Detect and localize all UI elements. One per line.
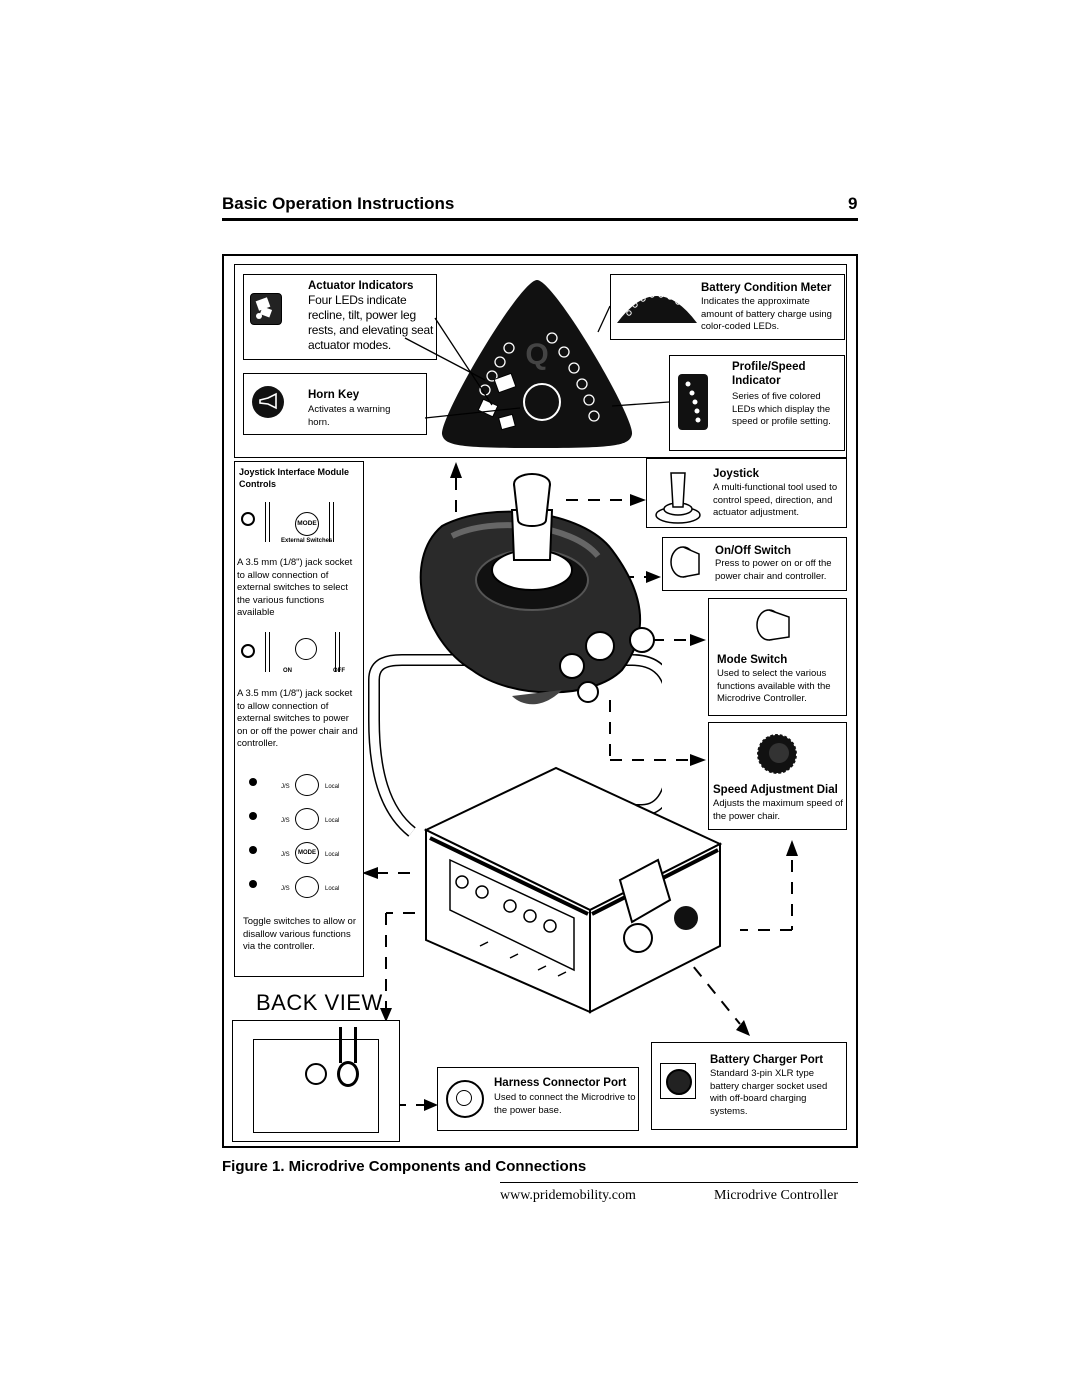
onoff-callout: On/Off Switch Press to power on or off t… [662,537,847,591]
horn-text: Activates a warning horn. [308,404,391,428]
local-label: Local [325,852,340,858]
horn-callout: Horn Key Activates a warning horn. [243,373,427,435]
svg-text:Q: Q [525,338,548,371]
power-toggle-icon [295,876,319,898]
back-view-housing [253,1039,379,1133]
actuator-callout: Actuator Indicators Four LEDs indicate r… [243,274,437,360]
toggle-switch-2 [249,812,257,820]
profile-speed-title: Profile/Speed Indicator [732,361,806,387]
jack-socket-1 [241,512,255,526]
profile-speed-callout: Profile/Speed Indicator Series of five c… [669,355,845,451]
joystick-icon [655,472,701,524]
divider-line [335,632,340,672]
charger-port-icon [660,1063,696,1099]
charger-title: Battery Charger Port [710,1054,824,1066]
local-label: Local [325,886,340,892]
charger-callout: Battery Charger Port Standard 3-pin XLR … [651,1042,847,1130]
controller-illustration [368,473,662,837]
header-rule [222,218,858,221]
harness-connector-icon [446,1080,484,1118]
toggle-switch-3 [249,846,257,854]
jack2-text: A 3.5 mm (1/8") jack socket to allow con… [237,688,358,749]
back-view-panel [232,1020,400,1142]
speed-dial-icon [756,733,798,775]
mode-text: Used to select the various functions ava… [717,668,831,704]
divider-line [329,502,334,542]
onoff-icon [670,546,700,578]
harness-title: Harness Connector Port [494,1077,627,1089]
harness-port-icon [305,1063,327,1085]
js-label: J/S [281,818,290,824]
js-label: J/S [281,784,290,790]
figure-caption: Figure 1. Microdrive Components and Conn… [222,1158,587,1175]
toggle-switch-1 [249,778,257,786]
speed-dial-title: Speed Adjustment Dial [713,784,838,796]
horn-toggle-icon [295,774,319,796]
battery-meter-callout: Battery Condition Meter Indicates the ap… [610,274,845,340]
actuator-text: Four LEDs indicate recline, tilt, power … [308,293,434,352]
onoff-text: Press to power on or off the power chair… [715,558,832,582]
on-label: ON [283,668,292,674]
jack1-text: A 3.5 mm (1/8") jack socket to allow con… [237,557,353,618]
actuator-title: Actuator Indicators [308,280,414,292]
onoff-title: On/Off Switch [715,545,792,557]
harness-text: Used to connect the Microdrive to the po… [494,1092,636,1116]
jack-socket-2 [241,644,255,658]
battery-meter-text: Indicates the approximate amount of batt… [701,296,832,332]
local-label: Local [325,784,340,790]
footer-product: Microdrive Controller [714,1188,839,1203]
profile-toggle-icon [295,808,319,830]
divider-line [265,502,270,542]
profile-speed-icon [678,374,708,430]
cable-icon [337,1061,359,1087]
cable-icon [339,1027,357,1063]
external-switches-label: External Switches [281,538,333,544]
mode-title: Mode Switch [717,654,788,666]
keypad-illustration: Q [441,280,633,448]
jim-title: Joystick Interface Module Controls [239,467,350,489]
actuator-icon [250,293,282,325]
profile-speed-text: Series of five colored LEDs which displa… [732,391,831,427]
page-number: 9 [848,194,858,213]
harness-callout: Harness Connector Port Used to connect t… [437,1067,639,1131]
speed-dial-text: Adjusts the maximum speed of the power c… [713,798,843,822]
jim-panel: Joystick Interface Module Controls MODE … [234,461,364,977]
toggle-switch-4 [249,880,257,888]
charger-text: Standard 3-pin XLR type battery charger … [710,1068,828,1117]
footer-url[interactable]: www.pridemobility.com [500,1188,636,1203]
local-label: Local [325,818,340,824]
js-label: J/S [281,852,290,858]
back-view-label: BACK VIEW [256,990,383,1015]
off-label: OFF [333,668,345,674]
speed-dial-callout: Speed Adjustment Dial Adjusts the maximu… [708,722,847,830]
battery-meter-title: Battery Condition Meter [701,282,832,294]
joystick-title: Joystick [713,468,760,480]
power-button-icon [295,638,317,660]
divider-line [265,632,270,672]
mode-callout: Mode Switch Used to select the various f… [708,598,847,716]
mode-switch-icon [756,609,790,641]
battery-meter-icon [617,292,697,323]
figure-frame [222,254,858,1148]
section-title: Basic Operation Instructions [222,194,455,213]
horn-icon [252,386,284,418]
mode-button-icon: MODE [295,512,319,536]
power-module-illustration [423,766,723,1014]
joystick-text: A multi-functional tool used to control … [713,482,838,518]
js-label: J/S [281,886,290,892]
mode-toggle-icon: MODE [295,842,319,864]
horn-title: Horn Key [308,389,360,401]
toggle-text: Toggle switches to allow or disallow var… [243,916,356,952]
footer-rule [500,1182,858,1183]
joystick-callout: Joystick A multi-functional tool used to… [646,458,847,528]
